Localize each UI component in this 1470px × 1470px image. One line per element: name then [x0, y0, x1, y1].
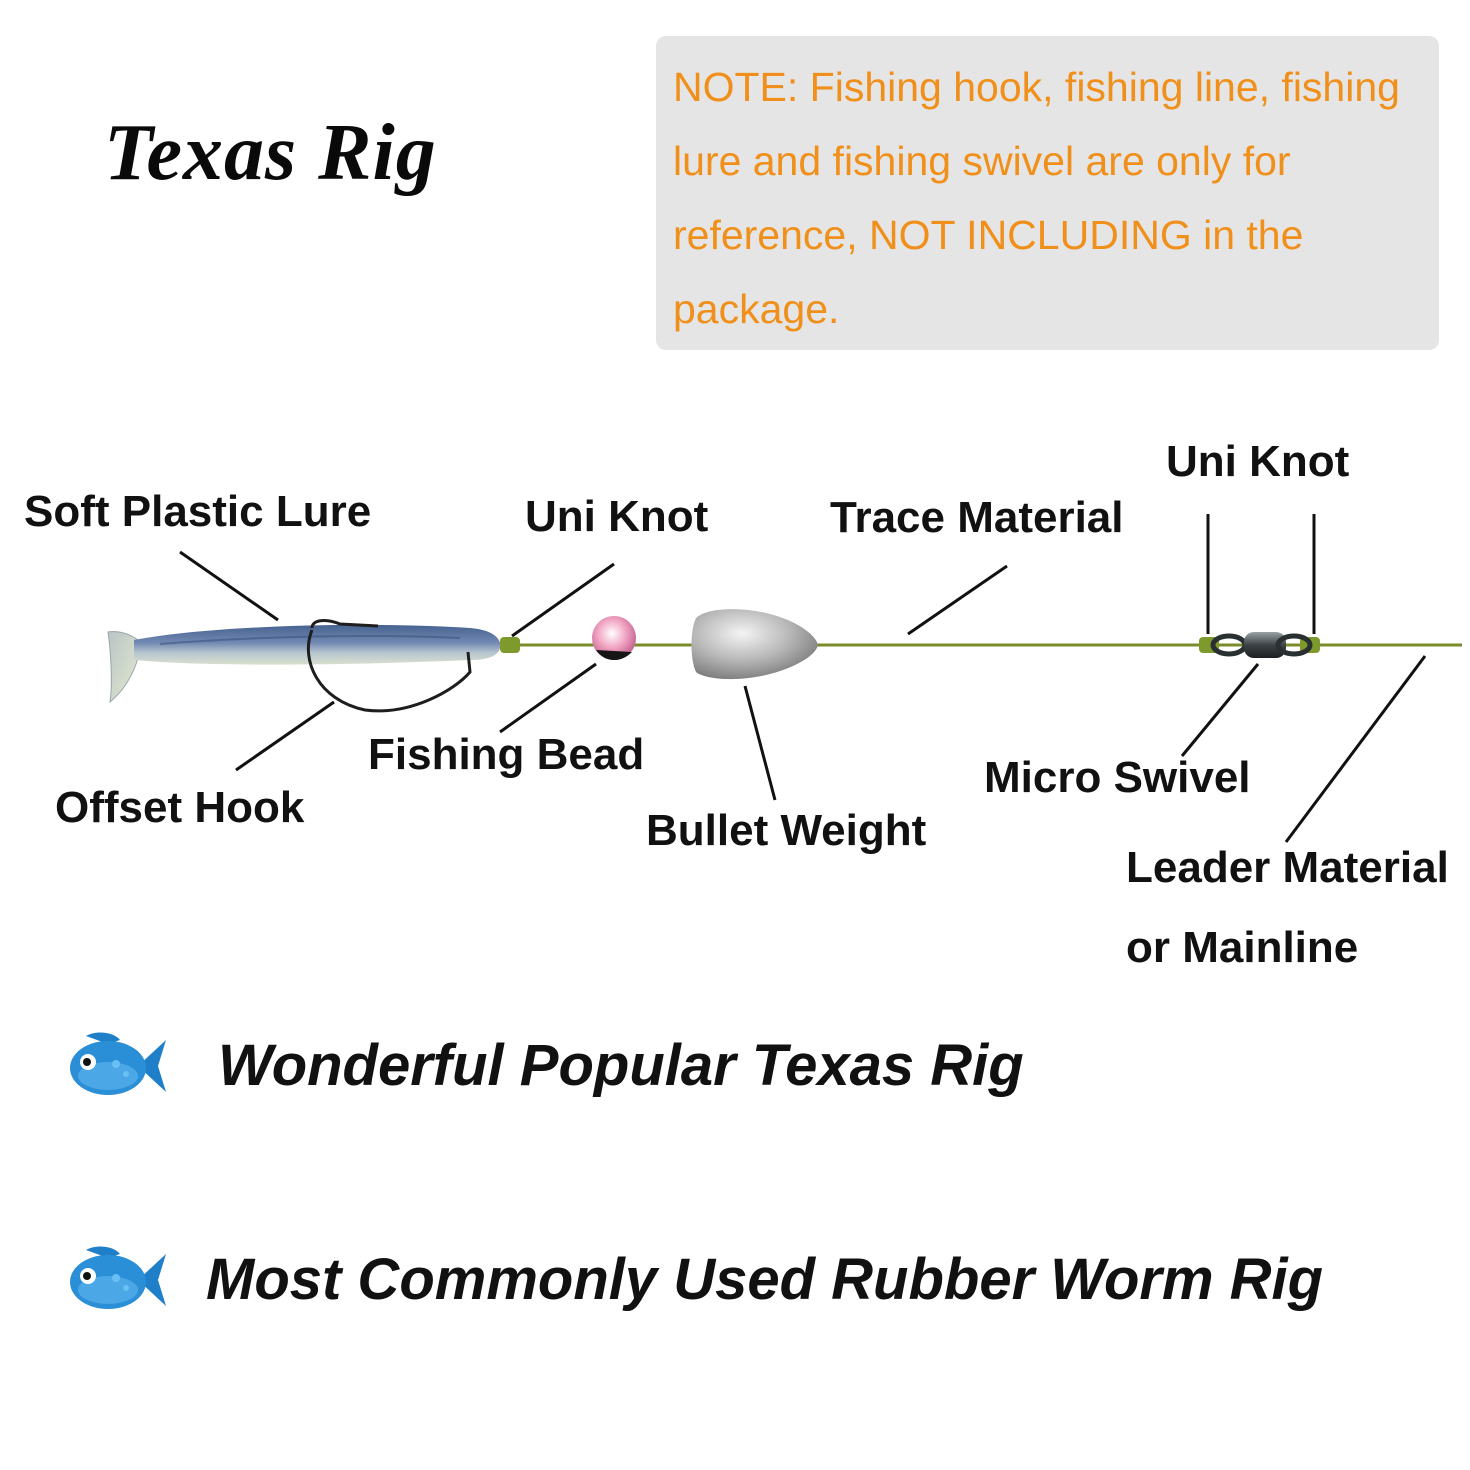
fish-icon: [70, 1246, 166, 1309]
leader-fishing-bead: [499, 662, 597, 734]
fish-icon: [70, 1032, 166, 1095]
leader-bullet-weight: [743, 685, 777, 801]
label-micro-swivel: Micro Swivel: [984, 753, 1251, 802]
leader-trace-material: [907, 564, 1008, 636]
fishing-bead: [592, 616, 636, 661]
label-offset-hook: Offset Hook: [55, 783, 305, 832]
soft-plastic-lure: [107, 624, 501, 704]
label-uni-knot-right: Uni Knot: [1166, 437, 1350, 486]
label-or-mainline: or Mainline: [1126, 923, 1359, 972]
feature-row-2: Most Commonly Used Rubber Worm Rig: [68, 1244, 1323, 1316]
label-soft-plastic-lure: Soft Plastic Lure: [24, 487, 372, 536]
bullet-weight: [691, 609, 818, 680]
note-text: NOTE: Fishing hook, fishing line, fishin…: [673, 64, 1400, 332]
label-trace-material: Trace Material: [830, 493, 1124, 542]
feature-text-2: Most Commonly Used Rubber Worm Rig: [206, 1247, 1324, 1312]
feature-row-1: Wonderful Popular Texas Rig: [68, 1030, 1024, 1102]
texas-rig-diagram: [107, 514, 1462, 843]
label-uni-knot-left: Uni Knot: [525, 492, 709, 541]
page-title: Texas Rig: [104, 109, 437, 197]
note-box: NOTE: Fishing hook, fishing line, fishin…: [656, 36, 1439, 350]
leader-offset-hook: [235, 700, 335, 772]
leader-uni-knot-left: [511, 562, 615, 638]
uni-knot-left: [500, 637, 520, 653]
leader-leader-material: [1284, 655, 1427, 843]
feature-text-1: Wonderful Popular Texas Rig: [218, 1033, 1024, 1098]
label-fishing-bead: Fishing Bead: [368, 730, 645, 779]
label-leader-material: Leader Material: [1126, 843, 1449, 892]
offset-hook: [306, 619, 472, 713]
micro-swivel: [1210, 632, 1313, 658]
leader-soft-plastic-lure: [179, 550, 279, 622]
label-bullet-weight: Bullet Weight: [646, 806, 927, 855]
leader-micro-swivel: [1180, 663, 1260, 757]
leader-lines: [179, 514, 1427, 843]
